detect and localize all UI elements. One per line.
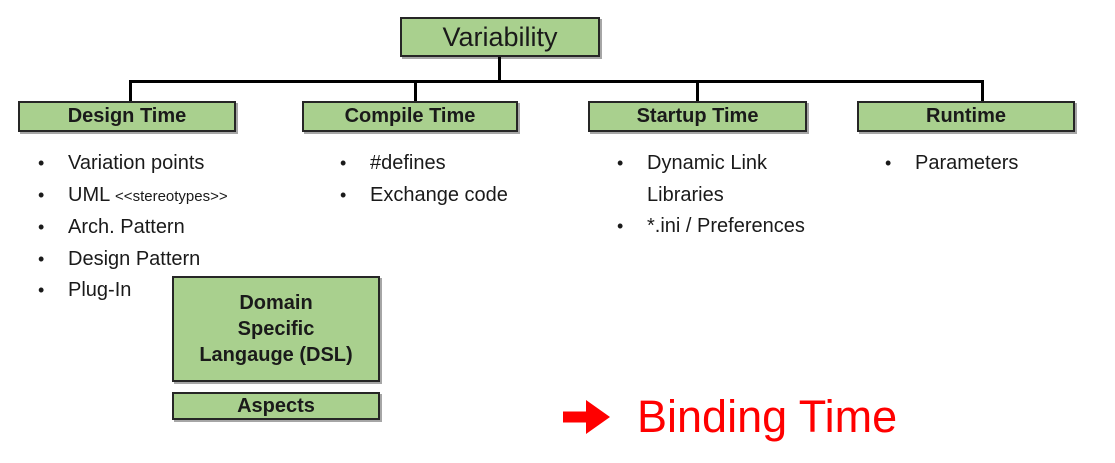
aspects-box: Aspects (172, 392, 380, 420)
dsl-box: Domain Specific Langauge (DSL) (172, 276, 380, 382)
bullet-icon: • (38, 248, 45, 269)
compile-time-list: • #defines • Exchange code (332, 148, 508, 211)
list-item: • Dynamic Link Libraries (609, 148, 812, 211)
design-time-box: Design Time (18, 101, 236, 132)
list-item: • Arch. Pattern (30, 212, 228, 244)
list-item: • Plug-In (30, 275, 228, 307)
dsl-line: Specific (237, 318, 315, 340)
list-item-text: Design Pattern (68, 247, 201, 270)
bullet-icon: • (340, 153, 347, 173)
bullet-icon: • (617, 216, 624, 236)
variability-label: Variability (442, 21, 558, 52)
compile-time-box: Compile Time (302, 101, 518, 132)
runtime-box: Runtime (857, 101, 1075, 132)
list-item-text: Variation points (68, 152, 205, 174)
bullet-icon: • (38, 153, 45, 173)
list-item-text: Plug-In (68, 279, 132, 301)
startup-time-box: Startup Time (588, 101, 807, 132)
connector-drop-design (129, 82, 132, 102)
list-item-text: #defines (370, 152, 446, 174)
connector-drop-compile (414, 82, 417, 102)
list-item-text: Dynamic Link Libraries (647, 152, 768, 206)
bullet-icon: • (617, 153, 624, 173)
dsl-line: Domain (239, 292, 313, 314)
list-item-text: *.ini / Preferences (647, 215, 805, 237)
runtime-list: • Parameters (877, 148, 1018, 180)
connector-horizontal-bar (129, 80, 984, 83)
stereotypes-annotation: <<stereotypes>> (115, 187, 228, 205)
runtime-label: Runtime (926, 105, 1006, 127)
startup-time-label: Startup Time (636, 105, 759, 127)
connector-drop-runtime (981, 82, 984, 102)
list-item: • Exchange code (332, 180, 508, 212)
startup-time-list: • Dynamic Link Libraries • *.ini / Prefe… (609, 148, 812, 243)
design-time-label: Design Time (67, 105, 187, 127)
connector-root-stem (498, 57, 501, 81)
connector-drop-startup (696, 82, 699, 102)
list-item-text: Arch. Pattern (68, 216, 185, 238)
aspects-label: Aspects (237, 394, 315, 417)
design-time-list: • Variation points • UML <<stereotypes>>… (30, 148, 228, 307)
list-item-text: UML <<stereotypes>> (68, 183, 228, 206)
right-arrow-icon (563, 398, 611, 436)
bullet-icon: • (38, 217, 45, 237)
binding-time-label: Binding Time (637, 391, 898, 442)
list-item: • *.ini / Preferences (609, 211, 812, 243)
list-item-text: Parameters (915, 152, 1019, 174)
list-item: • Variation points (30, 148, 228, 180)
variability-box: Variability (400, 17, 600, 57)
bullet-icon: • (38, 280, 45, 300)
list-item: • UML <<stereotypes>> (30, 180, 228, 213)
list-item: • Design Pattern (30, 244, 228, 276)
bullet-icon: • (38, 184, 45, 205)
bullet-icon: • (340, 184, 347, 205)
list-item: • #defines (332, 148, 508, 180)
bullet-icon: • (885, 153, 892, 173)
compile-time-label: Compile Time (344, 105, 476, 127)
list-item: • Parameters (877, 148, 1018, 180)
list-item-text: Exchange code (370, 183, 508, 206)
dsl-line: Langauge (DSL) (199, 344, 353, 366)
